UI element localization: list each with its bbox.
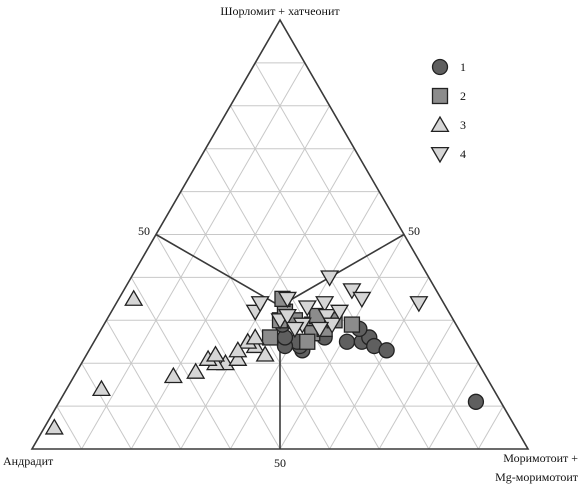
apex-label-top: Шорломит + хатчеонит [220, 4, 340, 18]
grid-line-right-60 [329, 277, 430, 450]
field-boundary-left-edge-50 [155, 233, 281, 307]
point-series-3-15 [255, 345, 275, 362]
apex-label-right-line2: Mg-моримотоит [495, 470, 579, 484]
legend: 1 2 3 4 [430, 58, 466, 164]
point-series-4-11 [317, 308, 337, 326]
point-series-4-3 [352, 291, 372, 309]
point-series-1-16 [467, 393, 485, 410]
point-series-4-5 [297, 300, 317, 317]
grid-line-left-90 [56, 405, 83, 450]
point-series-3-9 [205, 345, 226, 362]
data-points [44, 270, 485, 435]
point-series-1-9 [338, 333, 356, 350]
point-series-4-17 [310, 321, 330, 339]
point-series-4-4 [315, 296, 335, 313]
grid-line-right-80 [428, 362, 479, 450]
point-series-3-3 [44, 418, 64, 435]
legend-label-2: 2 [460, 89, 466, 103]
legend-marker-4 [430, 146, 450, 164]
tick-label-bottom-edge: 50 [274, 456, 286, 470]
legend-label-4: 4 [460, 147, 466, 161]
point-series-3-10 [228, 349, 248, 366]
legend-label-3: 3 [460, 118, 466, 132]
legend-marker-1 [431, 58, 449, 76]
point-series-4-16 [285, 321, 305, 339]
point-series-3-14 [245, 328, 265, 345]
point-series-4-9 [277, 308, 297, 326]
point-series-4-6 [277, 291, 297, 309]
grid-line-left-50 [155, 234, 281, 450]
point-series-4-14 [409, 296, 429, 313]
grid-line-right-70 [378, 320, 455, 450]
field-boundary-right-edge-50 [279, 233, 405, 307]
grid-line-left-60 [130, 277, 231, 450]
point-series-3-2 [91, 379, 111, 396]
apex-label-left: Андрадит [3, 454, 54, 468]
point-series-4-13 [329, 304, 350, 322]
point-series-4-1 [320, 270, 340, 287]
point-series-1-13 [378, 342, 395, 359]
point-series-2-1 [261, 329, 279, 346]
grid-line-left-80 [81, 362, 132, 450]
legend-label-1: 1 [460, 60, 466, 74]
point-series-4-2 [342, 283, 362, 300]
point-series-3-13 [228, 341, 248, 358]
point-series-4-12 [322, 317, 342, 334]
point-series-3-1 [124, 289, 144, 306]
tick-label-left-edge: 50 [138, 224, 150, 238]
point-series-2-9 [343, 316, 361, 333]
ternary-frame [30, 18, 530, 450]
apex-label-right-line1: Моримотоит + [503, 451, 578, 465]
legend-marker-3 [430, 115, 450, 133]
grid-line-left-70 [105, 320, 182, 450]
point-series-3-5 [186, 362, 206, 379]
legend-marker-2 [431, 87, 449, 105]
point-series-4-15 [250, 296, 270, 313]
grid-line-right-90 [477, 405, 504, 450]
point-series-2-12 [299, 333, 316, 350]
point-series-3-4 [163, 366, 183, 384]
tick-label-right-edge: 50 [408, 224, 420, 238]
